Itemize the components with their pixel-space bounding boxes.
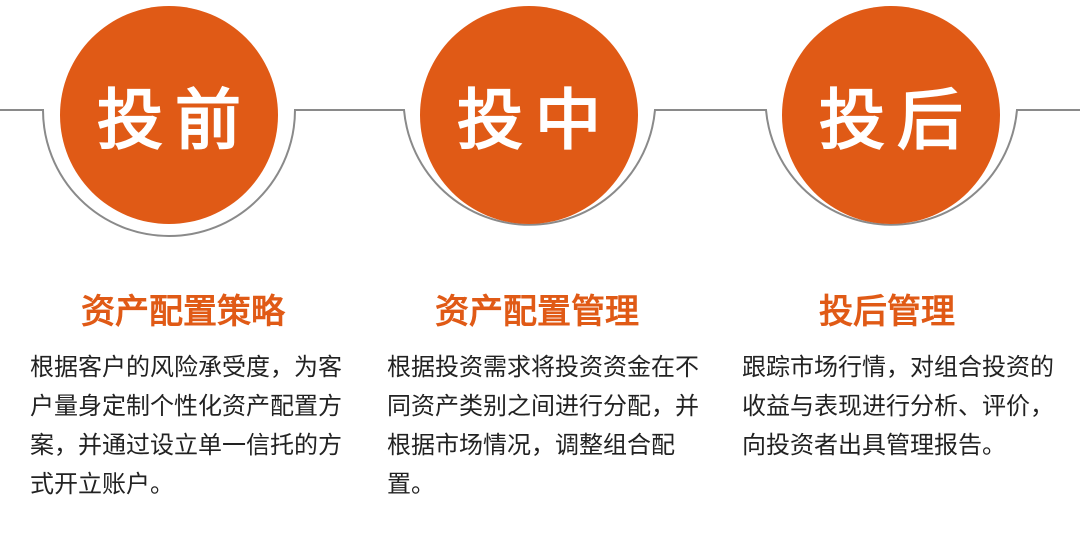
stage-circle-label: 投后 bbox=[819, 82, 975, 159]
stage-circle-label: 投前 bbox=[97, 82, 253, 159]
stage-circle-post-investment: 投后 bbox=[782, 6, 1000, 224]
stage-description: 根据客户的风险承受度，为客户量身定制个性化资产配置方案，并通过设立单一信托的方式… bbox=[30, 353, 342, 498]
stage-description: 根据投资需求将投资资金在不同资产类别之间进行分配，并根据市场情况，调整组合配置。 bbox=[387, 353, 699, 498]
stage-title: 资产配置策略 bbox=[81, 292, 285, 332]
connector-path bbox=[0, 109, 1080, 237]
connector-line bbox=[0, 109, 1080, 237]
stage-circle-label: 投中 bbox=[457, 82, 613, 159]
stage-block-post-investment: 投后管理 跟踪市场行情，对组合投资的收益与表现进行分析、评价，向投资者出具管理报… bbox=[742, 290, 1072, 465]
stage-title: 资产配置管理 bbox=[435, 292, 639, 332]
stage-circle-pre-investment: 投前 bbox=[60, 6, 278, 224]
stage-block-mid-investment: 资产配置管理 根据投资需求将投资资金在不同资产类别之间进行分配，并根据市场情况，… bbox=[387, 290, 717, 504]
stage-circle-mid-investment: 投中 bbox=[420, 6, 638, 224]
stage-description: 跟踪市场行情，对组合投资的收益与表现进行分析、评价，向投资者出具管理报告。 bbox=[742, 353, 1054, 459]
stage-block-pre-investment: 资产配置策略 根据客户的风险承受度，为客户量身定制个性化资产配置方案，并通过设立… bbox=[30, 290, 350, 504]
stage-title: 投后管理 bbox=[819, 292, 955, 332]
